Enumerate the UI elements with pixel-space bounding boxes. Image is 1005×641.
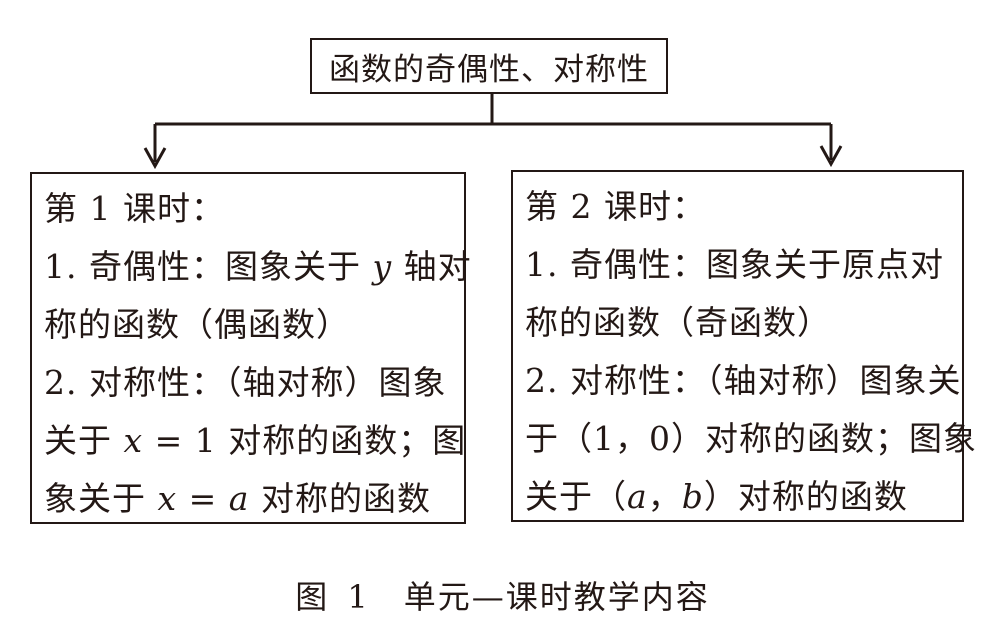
lesson-2-line-4: 2. 对称性：（轴对称）图象关 — [525, 361, 962, 400]
lesson-2-line-3: 称的函数（奇函数） — [525, 303, 831, 342]
lesson-1-line-2: 1. 奇偶性：图象关于 y 轴对 — [44, 247, 472, 286]
lesson-1-title: 第 1 课时： — [44, 189, 225, 228]
lesson-1-line-6: 象关于 x = a 对称的函数 — [44, 479, 431, 518]
right-arrow-head — [819, 145, 843, 168]
lesson-2-node: 第 2 课时： 1. 奇偶性：图象关于原点对 称的函数（奇函数） 2. 对称性：… — [511, 170, 977, 522]
figure-label: 图 1 — [295, 578, 370, 616]
root-title: 函数的奇偶性、对称性 — [329, 51, 649, 88]
figure-caption: 图 1 单元—课时教学内容 — [0, 572, 1005, 618]
lesson-1-node: 第 1 课时： 1. 奇偶性：图象关于 y 轴对 称的函数（偶函数） 2. 对称… — [30, 172, 472, 524]
lesson-1-line-5: 关于 x = 1 对称的函数；图 — [44, 421, 467, 460]
lesson-1-line-4: 2. 对称性：（轴对称）图象 — [44, 363, 447, 402]
figure-caption-text: 单元—课时教学内容 — [403, 578, 710, 616]
root-node: 函数的奇偶性、对称性 — [310, 38, 668, 94]
lesson-2-line-2: 1. 奇偶性：图象关于原点对 — [525, 245, 944, 284]
left-arrow-head — [143, 147, 167, 170]
lesson-2-line-5: 于（1，0）对称的函数；图象 — [525, 419, 977, 458]
lesson-1-line-3: 称的函数（偶函数） — [44, 305, 350, 344]
lesson-2-title: 第 2 课时： — [525, 187, 706, 226]
lesson-2-line-6: 关于（a，b）对称的函数 — [525, 477, 908, 516]
